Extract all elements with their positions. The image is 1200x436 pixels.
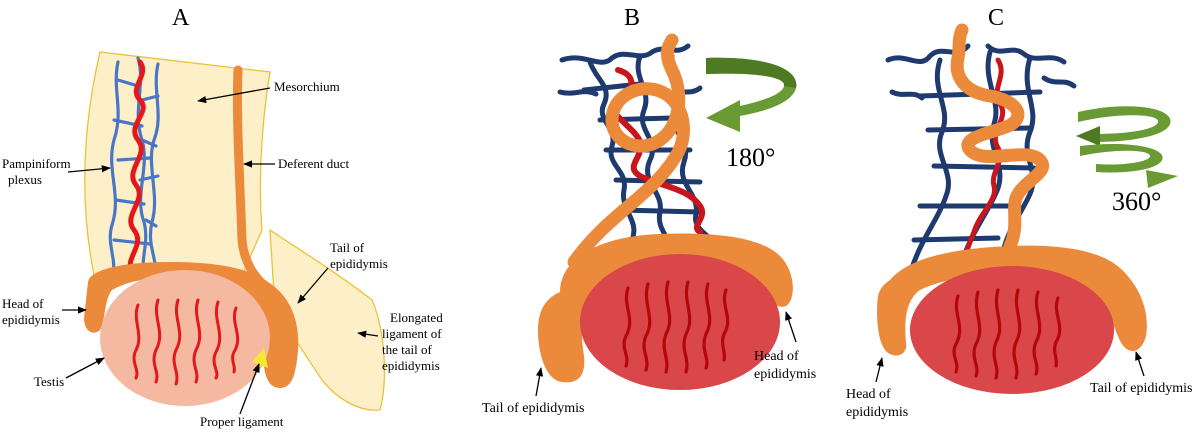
testis-a xyxy=(100,270,270,406)
testis-b xyxy=(580,254,780,390)
elongated-ligament xyxy=(269,228,386,411)
panel-c-letter: C xyxy=(988,5,1004,31)
arrow-elongated xyxy=(357,330,379,338)
label-pampiniform-1: Pampiniform xyxy=(2,156,71,171)
label-elongated-1: Elongated xyxy=(390,310,443,325)
label-head-c-2: epididymis xyxy=(846,405,908,420)
testis-vessels-a xyxy=(132,298,240,386)
rotation-arrow-360 xyxy=(1076,106,1178,188)
testicular-artery xyxy=(127,59,146,275)
arrow-proper-ligament xyxy=(239,363,260,415)
rotation-180-label: 180° xyxy=(726,143,775,172)
label-proper-ligament: Proper ligament xyxy=(200,414,284,429)
panel-b: B 180° xyxy=(482,5,816,416)
label-mesorchium: Mesorchium xyxy=(274,79,340,94)
arrow-head-b xyxy=(785,311,797,343)
testis-c xyxy=(910,266,1114,394)
arrow-mesorchium xyxy=(197,87,271,104)
label-tail-a-2: epididymis xyxy=(330,256,388,271)
arrow-head-c xyxy=(875,357,884,383)
arrow-pampiniform xyxy=(67,165,111,173)
label-tail-b: Tail of epididymis xyxy=(482,401,584,416)
arrow-tail-b xyxy=(535,367,544,397)
testis-vessels-c xyxy=(952,288,1062,380)
label-head-a-2: epididymis xyxy=(2,312,60,327)
label-head-b-1: Head of xyxy=(754,349,799,364)
label-tail-c: Tail of epididymis xyxy=(1090,381,1192,396)
label-elongated-4: epididymis xyxy=(382,358,440,373)
deferent-duct-b xyxy=(567,33,690,269)
panel-b-letter: B xyxy=(624,5,640,31)
deferent-duct-c xyxy=(950,23,1049,253)
arrow-testis xyxy=(65,357,105,379)
label-elongated-2: ligament of xyxy=(382,326,442,341)
label-pampiniform-2: plexus xyxy=(8,172,42,187)
panel-a-letter: A xyxy=(172,5,190,31)
epididymis-c xyxy=(877,245,1147,356)
label-head-a-1: Head of xyxy=(2,296,44,311)
testis-vessels-b xyxy=(622,280,730,374)
panel-a: A Mesorchiu xyxy=(2,5,443,429)
label-tail-a-1: Tail of xyxy=(330,240,365,255)
label-testis: Testis xyxy=(34,374,64,389)
label-deferent-duct: Deferent duct xyxy=(278,156,349,171)
arrow-tail-a xyxy=(297,267,329,304)
label-head-c-1: Head of xyxy=(846,387,891,402)
arrow-tail-c xyxy=(1135,351,1145,377)
rotation-360-label: 360° xyxy=(1112,187,1161,216)
panel-c: C 360° xyxy=(846,5,1192,420)
label-head-b-2: epididymis xyxy=(754,367,816,382)
proper-ligament-shape xyxy=(252,348,268,368)
rotation-arrow-180 xyxy=(706,57,797,132)
label-elongated-3: the tail of xyxy=(382,342,432,357)
